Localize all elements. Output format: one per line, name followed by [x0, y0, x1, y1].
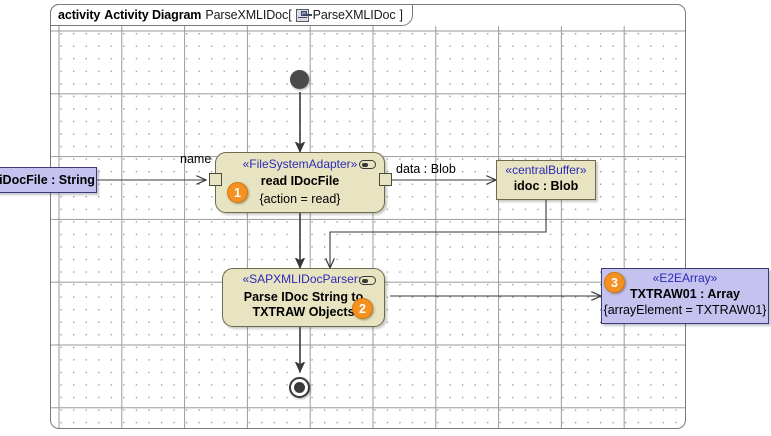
badge-2: 2	[352, 298, 373, 319]
action1-name: read IDocFile	[260, 173, 340, 188]
frame-bracket-close: ]	[399, 8, 404, 22]
output-pin-data[interactable]	[379, 173, 392, 186]
badge-3-number: 3	[611, 275, 618, 290]
input-pin-label: name	[180, 152, 211, 166]
array-name: TXTRAW01 : Array	[630, 286, 740, 301]
object-node-idocfile-label: iDocFile : String	[0, 172, 95, 187]
buffer-name: idoc : Blob	[513, 178, 579, 193]
output-pin-label: data : Blob	[396, 162, 456, 176]
activity-rake-icon	[359, 160, 376, 169]
activity-parameter-icon	[295, 8, 309, 22]
frame-bracket-open: [	[288, 8, 292, 22]
frame-keyword: activity	[58, 8, 101, 22]
badge-3: 3	[604, 272, 625, 293]
activity-rake-icon	[359, 276, 376, 285]
diagram-frame-header[interactable]: activity Activity Diagram ParseXMLIDoc […	[50, 4, 414, 26]
input-pin-name[interactable]	[209, 173, 222, 186]
array-stereotype: «E2EArray»	[652, 271, 718, 285]
array-property: {arrayElement = TXTRAW01}	[603, 302, 767, 317]
activity-final-node-core	[294, 382, 305, 393]
initial-node[interactable]	[290, 70, 309, 89]
central-buffer-node-idoc[interactable]: «centralBuffer» idoc : Blob	[496, 160, 596, 200]
action2-name-line2: TXTRAW Objects	[252, 304, 355, 319]
object-node-idocfile[interactable]: iDocFile : String	[0, 167, 97, 193]
action2-stereotype: «SAPXMLIDocParser»	[242, 272, 365, 286]
input-pin-label-text: name	[180, 152, 212, 166]
badge-2-number: 2	[359, 301, 366, 316]
action1-property: {action = read}	[259, 191, 341, 206]
frame-diagram-name: ParseXMLIDoc	[205, 8, 289, 22]
object-node-txtraw01-array[interactable]: «E2EArray» TXTRAW01 : Array {arrayElemen…	[601, 268, 769, 324]
action1-stereotype: «FileSystemAdapter»	[242, 157, 358, 171]
frame-diagram-type: Activity Diagram	[104, 8, 202, 22]
buffer-stereotype: «centralBuffer»	[505, 163, 587, 177]
output-pin-label-text: data : Blob	[396, 162, 456, 176]
frame-context-name: ParseXMLIDoc	[312, 8, 396, 22]
badge-1: 1	[227, 182, 248, 203]
action2-name-line1: Parse IDoc String to	[243, 289, 364, 304]
diagram-frame	[50, 4, 686, 429]
badge-1-number: 1	[234, 185, 241, 200]
